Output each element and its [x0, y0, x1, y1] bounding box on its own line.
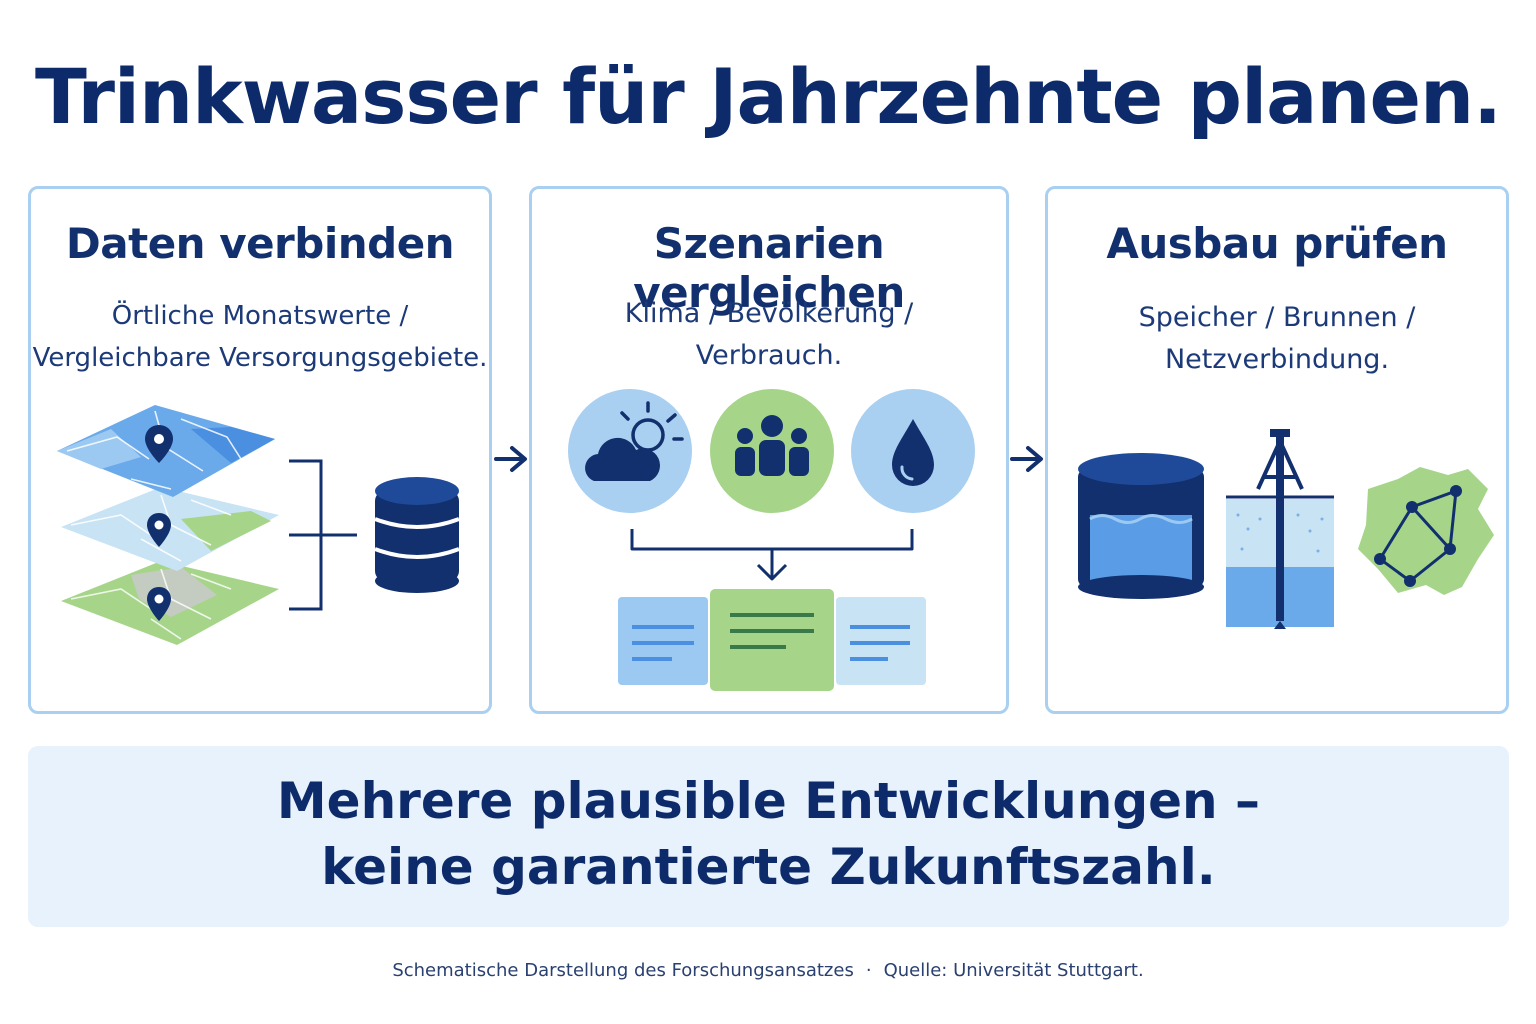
panel-description-line: Vergleichbare Versorgungsgebiete.: [32, 343, 488, 373]
water-tank-icon: [1078, 453, 1204, 599]
map-layers-icon: [57, 405, 460, 645]
footer-source: Quelle: Universität Stuttgart.: [883, 960, 1144, 981]
scenario-art: [568, 389, 975, 691]
panel-ausbau-pruefen: Ausbau prüfen Speicher / Brunnen / Netzv…: [1045, 186, 1509, 714]
infrastructure-art: [1078, 429, 1494, 629]
network-map-icon: [1358, 467, 1494, 595]
source-footer: Schematische Darstellung des Forschungsa…: [0, 960, 1536, 981]
panel-description-line: Speicher / Brunnen /: [1138, 302, 1416, 333]
panel-description-line: Netzverbindung.: [1164, 344, 1390, 375]
banner-line: Mehrere plausible Entwicklungen –: [276, 772, 1261, 830]
footer-caption: Schematische Darstellung des Forschungsa…: [392, 960, 854, 981]
panel-description: Klima / Bevölkerung / Verbrauch.: [532, 293, 1006, 377]
database-icon: [374, 477, 460, 593]
scenario-cards-icon: [618, 589, 926, 691]
panel-description: Speicher / Brunnen / Netzverbindung.: [1048, 297, 1506, 381]
panel-title: Daten verbinden: [65, 219, 455, 268]
panel-description: Örtliche Monatswerte / Vergleichbare Ver…: [31, 295, 489, 379]
weather-cloud-sun-icon: [568, 389, 692, 513]
panel-title: Szenarien vergleichen: [633, 219, 905, 317]
panel-description-line: Klima / Bevölkerung /: [624, 298, 914, 329]
arrow-right-icon: [1010, 446, 1043, 472]
panel-szenarien-vergleichen: Szenarien vergleichen Klima / Bevölkerun…: [529, 186, 1009, 714]
panel-daten-verbinden: Daten verbinden Örtliche Monatswerte / V…: [28, 186, 492, 714]
arrow-right-icon: [494, 446, 527, 472]
conclusion-banner: Mehrere plausible Entwicklungen – keine …: [28, 746, 1509, 927]
location-pin-icon: [145, 425, 173, 621]
people-group-icon: [710, 389, 834, 513]
panel-description-line: Verbrauch.: [695, 340, 843, 371]
well-icon: [1226, 429, 1334, 629]
panel-title: Ausbau prüfen: [1106, 219, 1448, 268]
page-title: Trinkwasser für Jahrzehnte planen.: [34, 52, 1502, 141]
water-drop-icon: [851, 389, 975, 513]
banner-line: keine garantierte Zukunftszahl.: [321, 838, 1216, 896]
footer-separator: ·: [865, 960, 872, 981]
panel-description-line: Örtliche Monatswerte /: [111, 301, 409, 331]
